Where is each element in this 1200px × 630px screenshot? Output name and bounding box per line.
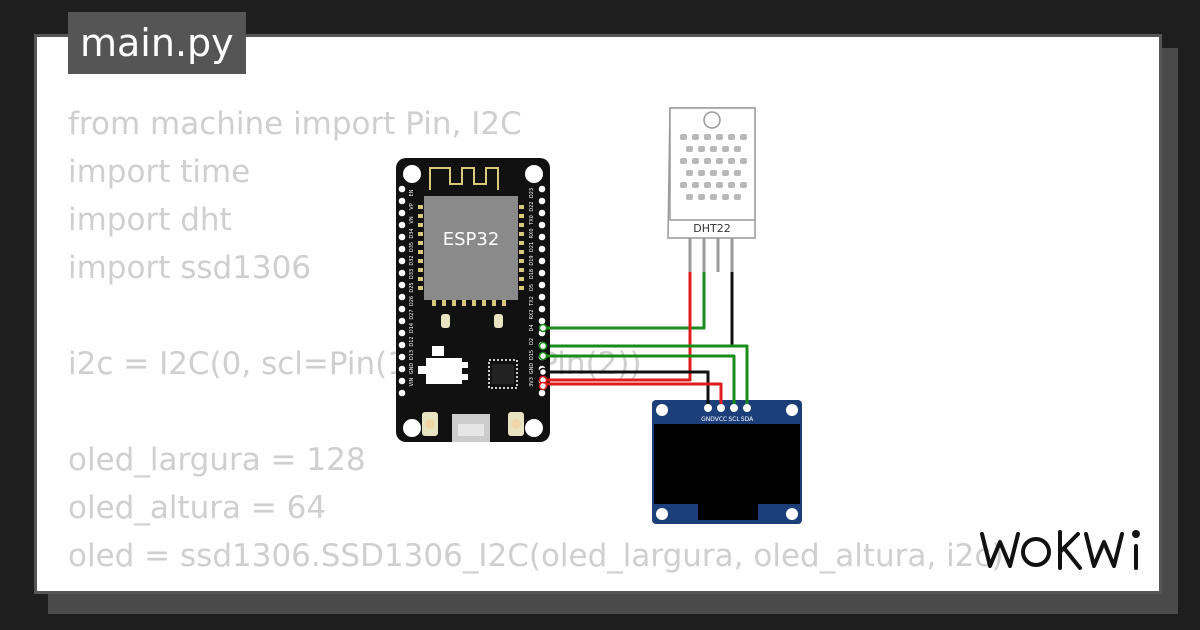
esp32-pin-label: D2 [529,338,535,345]
preview-card [34,34,1162,594]
wire-endpoints [538,323,548,391]
esp32-pin-label: 3V3 [529,377,535,387]
esp32-pin-label: GND [529,363,535,375]
esp32-pin-label: RX0 [529,228,535,238]
esp32-left-pins [398,185,406,397]
esp32-pin-label: D34 [409,228,415,238]
wire-dht-vcc[interactable] [546,272,692,382]
oled-pin-scl-label: SCL [728,416,740,423]
esp32-pin-label: D4 [529,324,535,331]
esp32-pin-label: D23 [529,188,535,198]
wokwi-logo [980,530,1140,570]
wire-oled-scl[interactable] [546,354,736,404]
esp32-pin-label: GND [409,363,415,375]
esp32-pin-label: VN [409,216,415,223]
code-line: import time [68,154,251,190]
esp32-pin-label: TX2 [529,296,535,307]
wire-oled-gnd[interactable] [546,370,710,404]
code-line: oled_largura = 128 [68,442,366,478]
code-line: oled_altura = 64 [68,490,327,526]
esp32-pin-label: D26 [409,296,415,306]
esp32-pin-label: D15 [529,350,535,360]
dht22-label: DHT22 [693,222,730,235]
wire-dht-data[interactable] [546,272,706,330]
esp32-pin-label: VP [409,203,415,209]
esp32-pin-label: D5 [529,284,535,291]
code-editor: from machine import Pin, I2C import time i… [68,100,1004,580]
esp32-pin-label: EN [409,189,415,196]
esp32-module [424,196,518,300]
code-line: import ssd1306 [68,250,312,286]
oled-pin-sda-label: SDA [741,416,754,423]
oled-screen [654,424,800,504]
esp32-pin-label: VIN [409,377,415,386]
wire-oled-sda[interactable] [550,344,749,404]
esp32-pin-label: D25 [409,282,415,292]
file-tab-main-py[interactable]: main.py [68,12,246,74]
esp32-pin-label: D33 [409,269,415,279]
wires [546,272,749,404]
wire-oled-vcc[interactable] [546,382,723,404]
oled-pin-gnd-label: GND [701,416,715,423]
dht22-sensor[interactable]: DHT22 [667,107,756,272]
esp32-label: ESP32 [443,229,500,250]
esp32-pin-label: D12 [409,336,415,346]
esp32-pin-label: D21 [529,242,535,252]
esp32-pin-label: D35 [409,242,415,252]
code-line: import dht [68,202,232,238]
esp32-pin-label: TX0 [529,215,535,226]
esp32-pin-label: D13 [409,350,415,360]
esp32-pin-label: D19 [529,255,535,265]
oled-pin-vcc-label: VCC [715,416,727,423]
code-line: oled = ssd1306.SSD1306_I2C(oled_largura,… [68,538,1004,574]
esp32-pin-label: RX2 [529,309,535,319]
code-line: from machine import Pin, I2C [68,106,522,142]
esp32-pin-label: D22 [529,201,535,211]
esp32-pin-label: D18 [529,269,535,279]
esp32-pin-label: D32 [409,255,415,265]
esp32-pin-label: D14 [409,323,415,333]
voltage-regulator [426,358,462,384]
esp32-pin-label: D27 [409,309,415,319]
oled-display[interactable]: GND VCC SCL SDA [652,400,802,524]
esp32-board[interactable]: ESP32 ENVPVND34D35D32D33D25D26D27D14D12D… [396,158,550,442]
